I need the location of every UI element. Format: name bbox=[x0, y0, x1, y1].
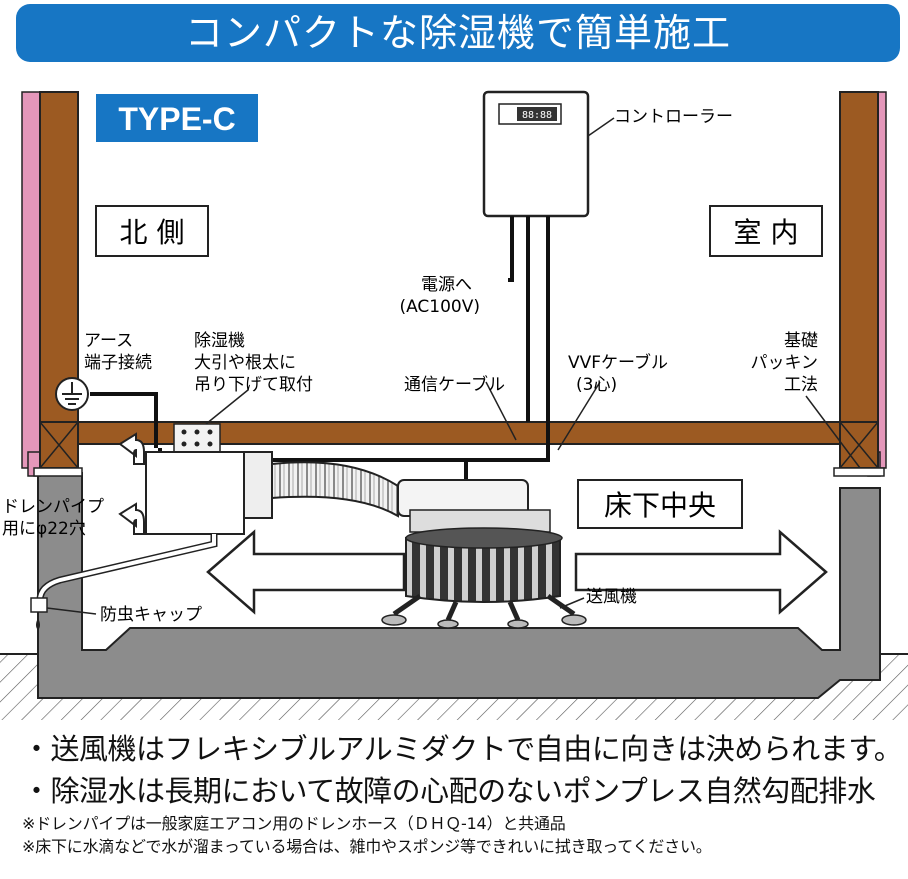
communication-cable-label: 通信ケーブル bbox=[404, 374, 505, 395]
feature-bullet: ・除湿水は長期において故障の心配のないポンプレス自然勾配排水 bbox=[22, 774, 876, 808]
vvf-cable-label-line1: VVFケーブル bbox=[568, 352, 668, 373]
feature-list: ・送風機はフレキシブルアルミダクトで自由に向きは決められます。 ・除湿水は長期に… bbox=[22, 728, 903, 858]
leader-lines bbox=[205, 381, 861, 609]
foundation bbox=[0, 472, 908, 699]
right-airflow-arrow bbox=[574, 529, 828, 615]
power-label-line1: 電源へ bbox=[421, 275, 472, 295]
north-side-label: 北 側 bbox=[120, 216, 185, 249]
controller: 88:88 コントローラー bbox=[482, 90, 733, 218]
floor-beam bbox=[77, 421, 841, 445]
foundation-label-line2: パッキン bbox=[751, 353, 819, 373]
indoor-label: 室 内 bbox=[734, 216, 799, 249]
blower-label: 送風機 bbox=[586, 587, 637, 607]
feature-bullet: ・送風機はフレキシブルアルミダクトで自由に向きは決められます。 bbox=[22, 732, 903, 766]
type-badge: TYPE-C bbox=[96, 94, 258, 142]
dehumidifier bbox=[145, 423, 273, 535]
controller-label: コントローラー bbox=[614, 107, 733, 127]
blower bbox=[381, 479, 587, 629]
foundation-label-line1: 基礎 bbox=[784, 331, 818, 351]
installation-diagram: TYPE-C 北 側 室 内 床下中央 88:88 コントローラー bbox=[0, 90, 908, 720]
left-airflow-arrow bbox=[206, 529, 406, 615]
indoor-box: 室 内 bbox=[709, 205, 823, 257]
footnote: ※床下に水滴などで水が溜まっている場合は、雑巾やスポンジ等できれいに拭き取ってく… bbox=[22, 837, 712, 856]
north-side-box: 北 側 bbox=[95, 205, 209, 257]
left-wall bbox=[21, 91, 83, 477]
footnote: ※ドレンパイプは一般家庭エアコン用のドレンホース（ＤＨＱ-14）と共通品 bbox=[22, 814, 566, 833]
underfloor-center-label: 床下中央 bbox=[604, 489, 716, 522]
dehumidifier-label-line3: 吊り下げて取付 bbox=[194, 375, 313, 395]
intake-arrows bbox=[118, 432, 145, 535]
title-banner: コンパクトな除湿機で簡単施工 bbox=[16, 4, 900, 62]
controller-display: 88:88 bbox=[522, 110, 552, 121]
underfloor-center-box: 床下中央 bbox=[577, 479, 743, 529]
earth-label-line2: 端子接続 bbox=[84, 353, 152, 373]
earth-label-line1: アース bbox=[84, 331, 133, 351]
power-label-line2: (AC100V) bbox=[399, 297, 480, 317]
banner-title: コンパクトな除湿機で簡単施工 bbox=[184, 11, 731, 55]
foundation-label-line3: 工法 bbox=[784, 375, 818, 395]
drain-pipe-label-line2: 用にφ22穴 bbox=[2, 519, 86, 539]
drain-pipe-label-line1: ドレンパイプ bbox=[2, 497, 104, 517]
type-badge-text: TYPE-C bbox=[118, 101, 235, 137]
earth-icon bbox=[55, 377, 89, 411]
flexible-duct bbox=[271, 461, 399, 518]
insect-cap-label: 防虫キャップ bbox=[100, 605, 202, 625]
dehumidifier-label-line2: 大引や根太に bbox=[194, 353, 296, 373]
dehumidifier-label-line1: 除湿機 bbox=[194, 331, 245, 351]
vvf-cable-label-line2: (3心) bbox=[576, 375, 617, 395]
drain-pipe bbox=[30, 534, 218, 630]
right-wall bbox=[833, 91, 887, 477]
